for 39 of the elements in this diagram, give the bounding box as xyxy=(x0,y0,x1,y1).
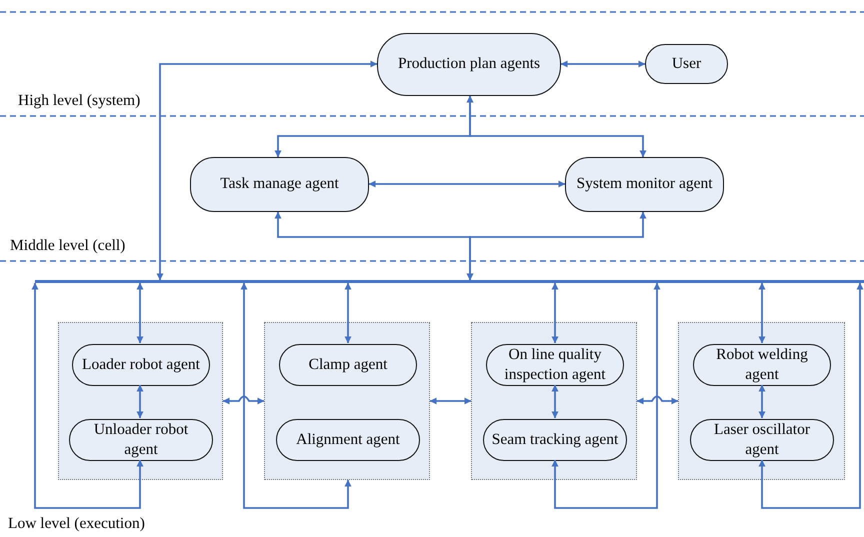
communication-bus xyxy=(35,280,864,283)
agent-node: Task manage agent xyxy=(190,157,369,212)
agent-node: Unloader robot agent xyxy=(69,419,213,461)
agent-node: System monitor agent xyxy=(565,157,724,212)
agent-node: Clamp agent xyxy=(279,344,417,386)
agent-node: Laser oscillator agent xyxy=(690,419,834,461)
agent-node: Seam tracking agent xyxy=(483,419,627,461)
level-label: High level (system) xyxy=(18,92,140,110)
connector-arrow xyxy=(466,212,646,280)
connector-arrow xyxy=(136,282,144,344)
connector-arrow xyxy=(32,282,144,509)
connector-arrow xyxy=(758,282,864,509)
agent-node: On line quality inspection agent xyxy=(486,344,624,386)
agent-node: Production plan agents xyxy=(377,33,561,96)
connector-arrow xyxy=(344,282,352,344)
level-label: Middle level (cell) xyxy=(10,237,126,255)
level-label: Low level (execution) xyxy=(8,515,145,533)
connector-arrow xyxy=(430,398,472,404)
connector-arrow xyxy=(560,60,646,68)
connector-arrow xyxy=(466,96,646,158)
connector-arrow xyxy=(368,180,566,188)
connector-arrow xyxy=(758,384,766,418)
connector-arrow xyxy=(156,60,378,280)
connector-arrow xyxy=(552,282,660,509)
connector-arrow xyxy=(552,384,558,418)
agent-group-panel xyxy=(58,322,223,480)
agent-node: Robot welding agent xyxy=(693,344,831,386)
agent-node: User xyxy=(645,44,728,84)
agent-group-panel xyxy=(471,322,637,480)
connector-arrow xyxy=(636,396,678,404)
connector-arrow xyxy=(552,282,558,344)
connector-arrow xyxy=(240,282,352,509)
agent-group-panel xyxy=(678,322,845,480)
connector-arrow xyxy=(758,282,766,344)
agent-group-panel xyxy=(264,322,430,480)
agent-node: Alignment agent xyxy=(276,419,420,461)
connector-arrow xyxy=(136,384,144,418)
connector-arrow xyxy=(222,396,264,404)
agent-node: Loader robot agent xyxy=(72,344,210,386)
